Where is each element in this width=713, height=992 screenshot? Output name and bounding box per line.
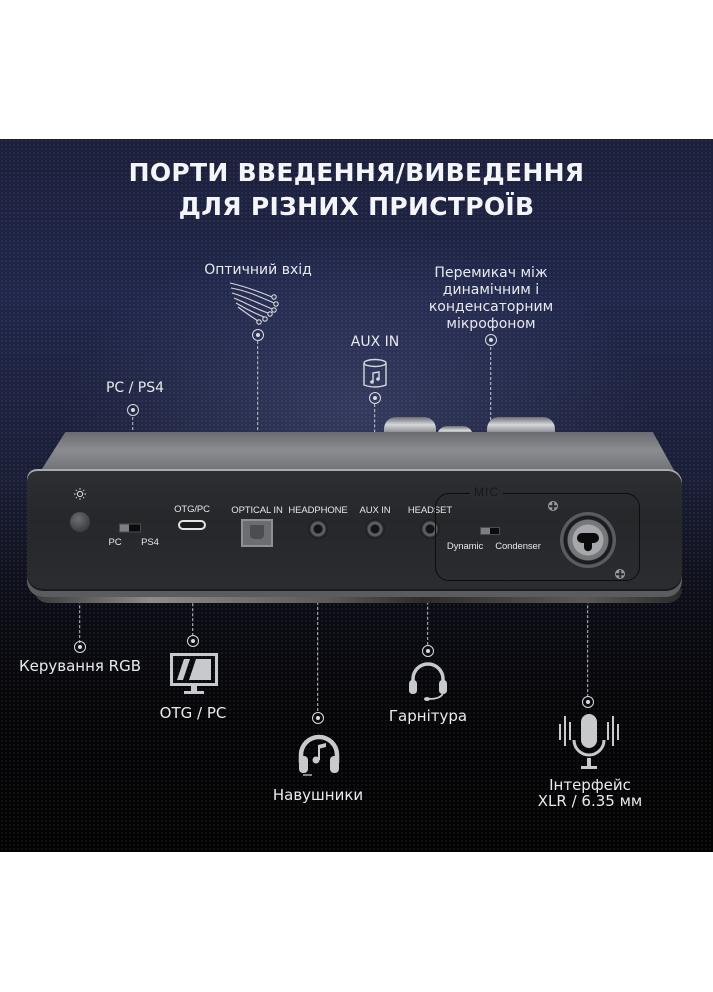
headset-port-label: HEADSET <box>407 505 453 516</box>
xlr-combo-jack[interactable] <box>560 512 616 568</box>
headphone-callout-marker <box>312 712 324 724</box>
screw-bottom <box>614 568 626 580</box>
optical-fiber-icon <box>229 282 279 325</box>
xlr-callout-line <box>587 561 589 697</box>
title-line-1: ПОРТИ ВВЕДЕННЯ/ВИВЕДЕННЯ <box>128 158 585 187</box>
optical-port[interactable] <box>241 519 273 547</box>
aux-callout-label: AUX IN <box>350 334 400 350</box>
audio-interface-device: PC PS4 OTG/PC OPTICAL IN HEADPHONE AUX I… <box>0 139 713 852</box>
pc-ps4-switch[interactable] <box>119 523 141 533</box>
headphone-port-label: HEADPHONE <box>288 505 348 516</box>
screw-top <box>547 500 559 512</box>
xlr-label-line-2: XLR / 6.35 мм <box>537 792 643 810</box>
mic-switch-label-line: Перемикач між <box>434 265 548 281</box>
otg-port-label: OTG/PC <box>174 504 210 515</box>
optical-callout-line <box>257 341 259 501</box>
mic-switch-callout-marker <box>485 334 497 346</box>
xlr-callout-marker <box>582 696 594 708</box>
mic-switch-label-line: конденсаторним <box>428 299 554 315</box>
headset-callout-label: Гарнітура <box>388 707 468 725</box>
title-line-2: ДЛЯ РІЗНИХ ПРИСТРОЇВ <box>178 192 535 221</box>
optical-callout-label: Оптичний вхід <box>204 262 312 278</box>
mic-condenser-label: Condenser <box>495 541 541 552</box>
microphone-icon <box>559 714 619 769</box>
switch-label-ps4: PS4 <box>141 537 159 548</box>
monitor-icon <box>170 653 218 694</box>
headphones-callout-label: Навушники <box>272 786 364 804</box>
mic-type-switch[interactable] <box>480 527 500 535</box>
rgb-callout-marker <box>74 641 86 653</box>
mic-switch-label-line: динамічним і <box>442 282 540 298</box>
headset-icon <box>409 662 447 701</box>
optical-port-label: OPTICAL IN <box>231 505 283 516</box>
device-top-surface <box>40 432 675 472</box>
mic-switch-callout-label: Перемикач між динамічним і конденсаторни… <box>429 265 553 333</box>
switch-label-pc: PC <box>108 537 122 548</box>
mic-group-label: MIC <box>470 485 503 499</box>
pc-ps4-callout-label: PC / PS4 <box>105 380 165 396</box>
aux-callout-marker <box>369 392 381 404</box>
headphone-jack[interactable] <box>308 519 328 539</box>
product-infographic: ПОРТИ ВВЕДЕННЯ/ВИВЕДЕННЯ ДЛЯ РІЗНИХ ПРИС… <box>0 139 713 852</box>
rgb-control-button[interactable] <box>70 512 90 532</box>
mic-switch-label-line: мікрофоном <box>446 316 536 332</box>
speaker-music-icon <box>363 358 387 388</box>
headset-callout-marker <box>422 645 434 657</box>
pc-ps4-callout-marker <box>127 404 139 416</box>
otg-callout-marker <box>187 635 199 647</box>
xlr-callout-label: Інтерфейс XLR / 6.35 мм <box>538 777 642 809</box>
otg-callout-label: OTG / PC <box>159 704 227 722</box>
mic-group-outline <box>435 493 640 581</box>
headphones-music-icon <box>298 734 340 776</box>
rgb-callout-label: Керування RGB <box>18 657 142 675</box>
sun-icon <box>74 488 86 500</box>
mic-dynamic-label: Dynamic <box>446 541 484 552</box>
aux-port-label: AUX IN <box>359 505 391 516</box>
xlr-label-line-1: Інтерфейс <box>549 776 631 794</box>
aux-in-jack[interactable] <box>365 519 385 539</box>
optical-callout-marker <box>252 329 264 341</box>
usb-c-port[interactable] <box>178 520 206 530</box>
headphone-callout-line <box>317 531 319 711</box>
